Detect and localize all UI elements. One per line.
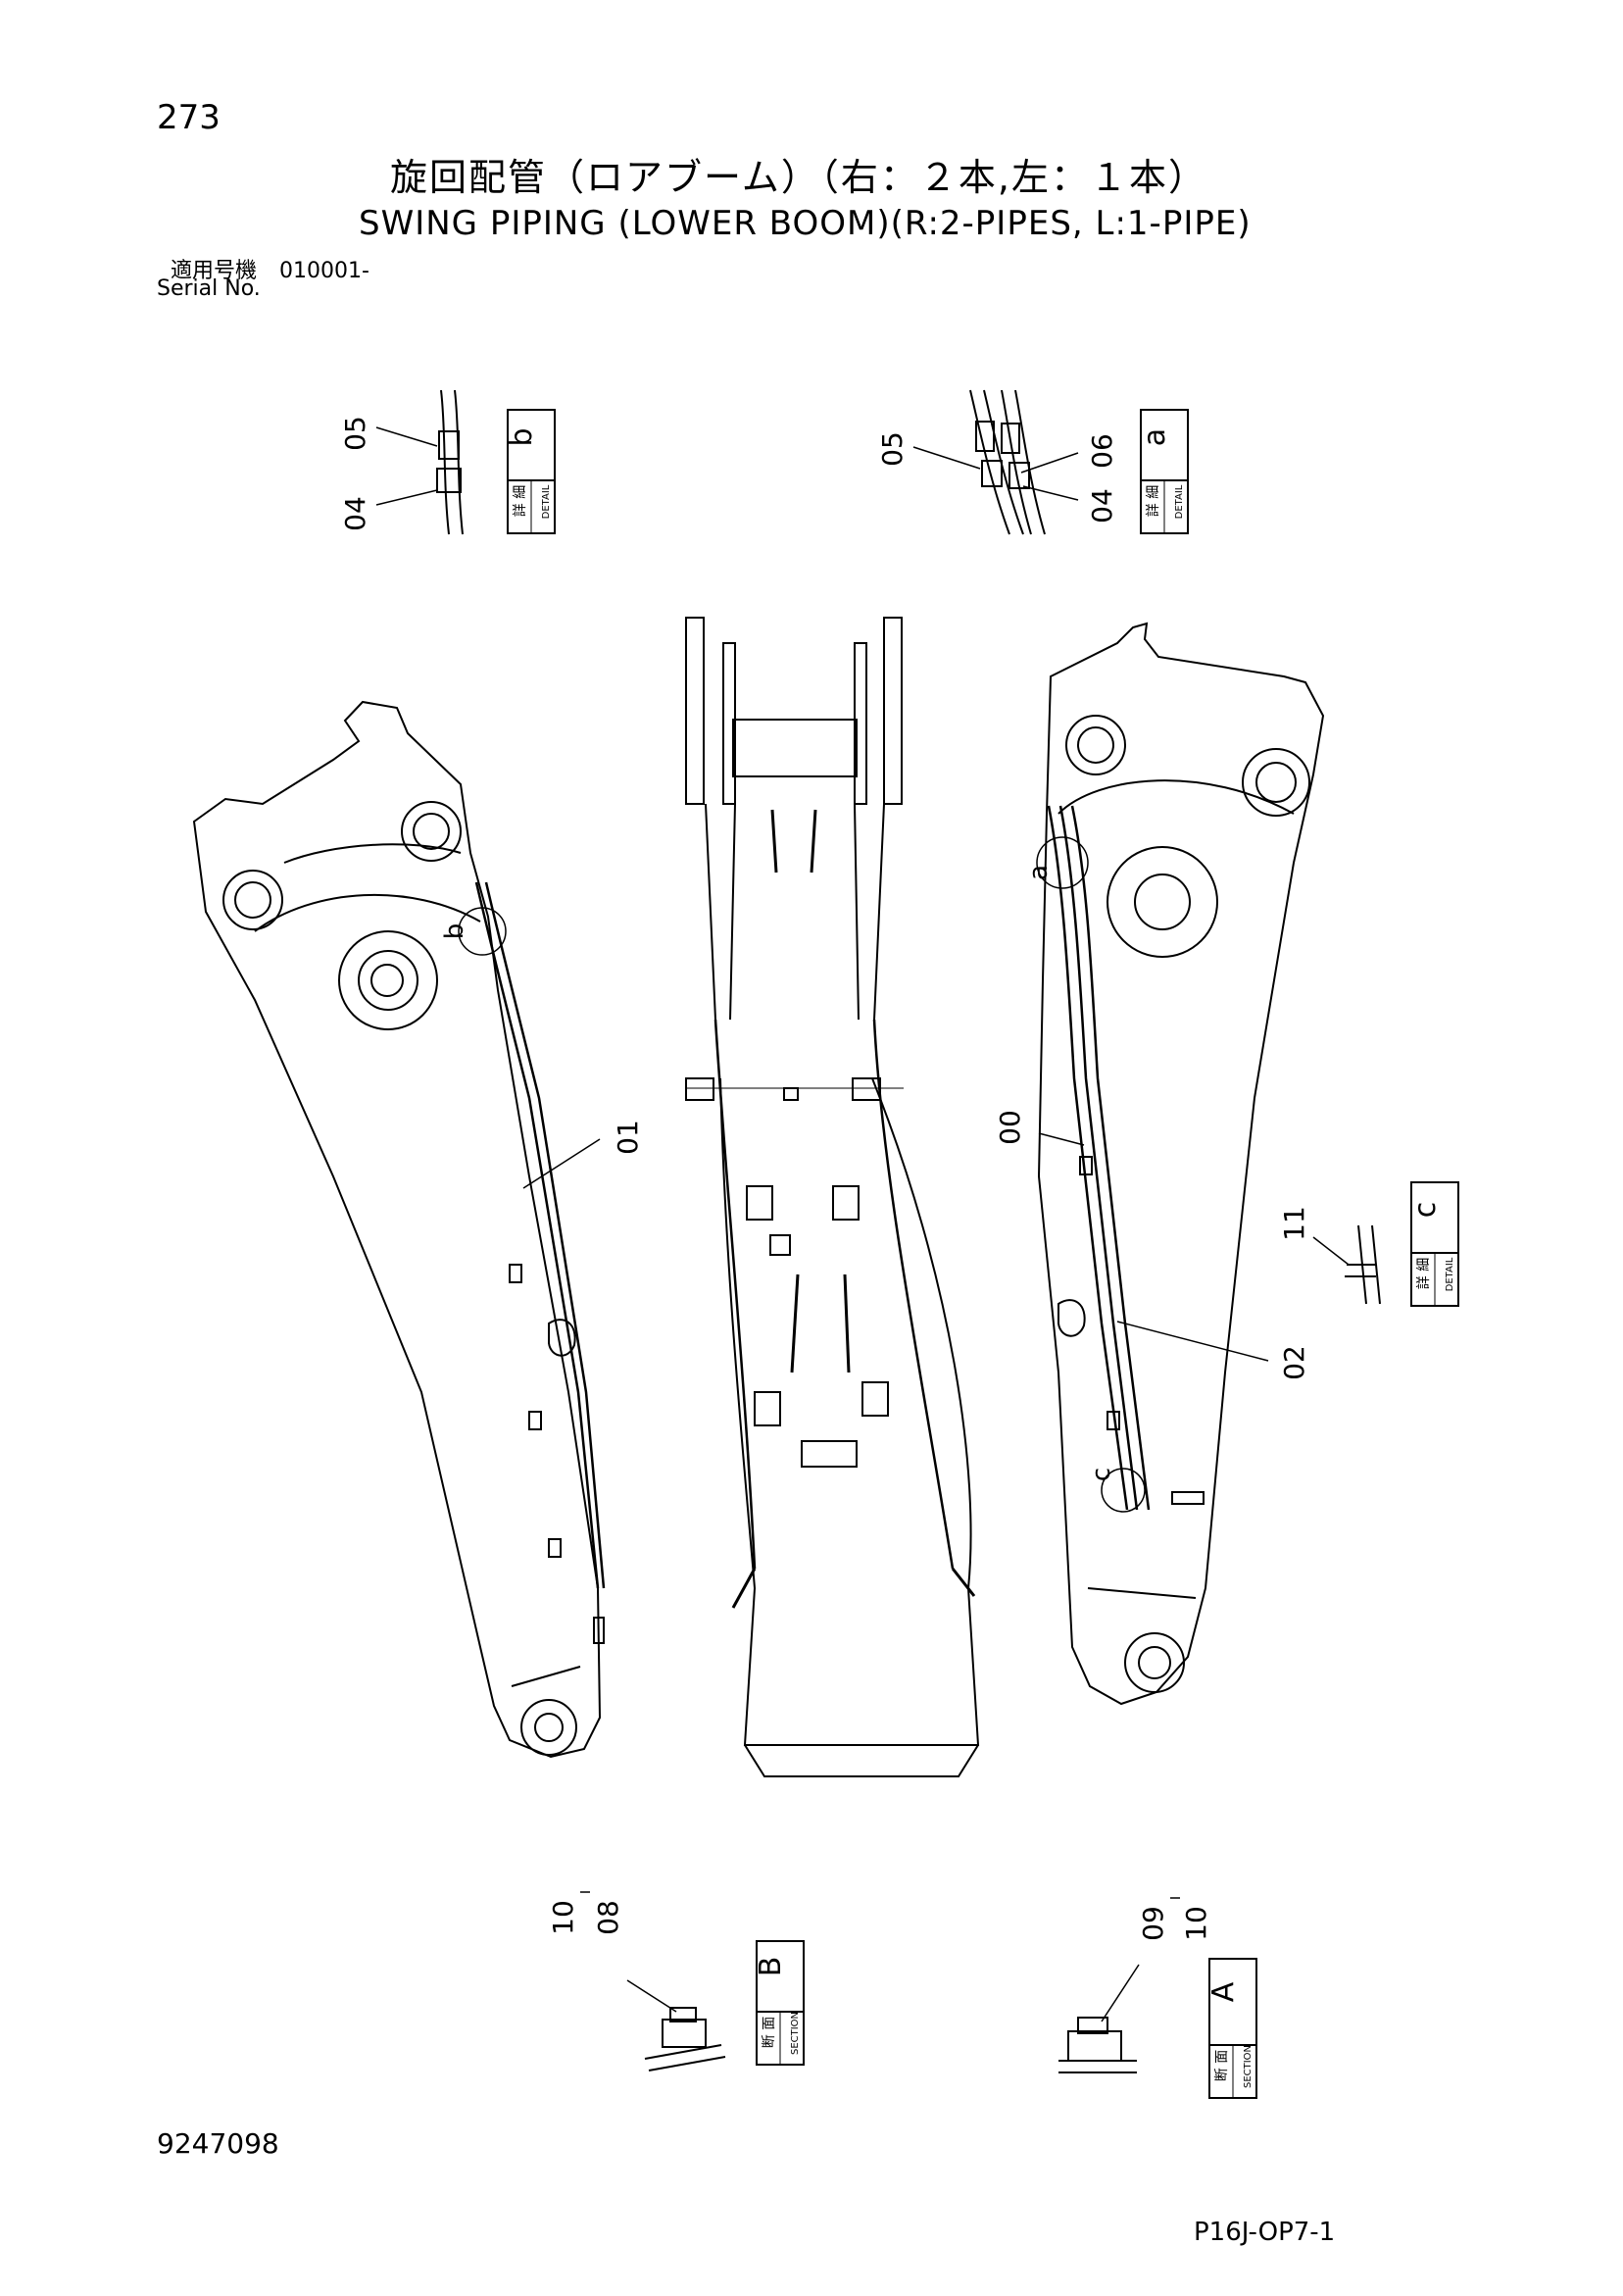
detail-label-jp: 詳 細	[1416, 1258, 1432, 1289]
section-label-en: SECTION	[1243, 2045, 1254, 2088]
callout-01: 01	[612, 1120, 644, 1155]
detail-box-b: b 詳 細 DETAIL	[505, 409, 556, 534]
callout-05: 05	[876, 431, 909, 467]
section-a-view: 09 10	[1058, 1897, 1212, 2073]
callout-10: 10	[1180, 1906, 1212, 1941]
detail-label-jp: 詳 細	[513, 485, 528, 517]
detail-letter: c	[1408, 1202, 1443, 1219]
detail-label-en: DETAIL	[1445, 1257, 1455, 1291]
section-letter: A	[1206, 1981, 1241, 2002]
lower-boom-right-side-view: 00 02 a c	[994, 622, 1325, 1706]
detail-box-a: a 詳 細 DETAIL	[1138, 409, 1189, 534]
serial-value: 010001-	[279, 259, 369, 283]
lower-boom-top-view	[685, 617, 980, 1777]
detail-c-view: 11	[1278, 1206, 1381, 1305]
document-id: 9247098	[157, 2127, 279, 2160]
callout-04: 04	[339, 496, 371, 531]
section-b-view: 10 08	[547, 1891, 726, 2071]
callout-02: 02	[1278, 1345, 1310, 1380]
section-box-a: A 断 面 SECTION	[1206, 1958, 1257, 2099]
callout-04: 04	[1086, 488, 1118, 524]
view-marker-c: c	[1087, 1468, 1116, 1481]
detail-label-jp: 詳 細	[1146, 485, 1161, 517]
section-label-jp: 断 面	[1214, 2050, 1230, 2081]
serial-label-japanese: 適用号機	[171, 259, 258, 283]
detail-label-en: DETAIL	[1174, 484, 1185, 519]
page-number: 273	[157, 98, 221, 137]
view-marker-b: b	[440, 923, 469, 940]
serial-applicability: 適用号機 010001-	[171, 253, 369, 284]
section-letter: B	[754, 1957, 788, 1977]
page-title-japanese: 旋回配管（ロアブーム）（右：２本,左：１本）	[390, 156, 1207, 199]
view-marker-a: a	[1024, 865, 1054, 880]
detail-letter: a	[1138, 428, 1172, 446]
section-box-b: B 断 面 SECTION	[754, 1940, 805, 2066]
callout-11: 11	[1278, 1206, 1310, 1241]
sheet-code: P16J-OP7-1	[1194, 2218, 1336, 2247]
callout-00: 00	[994, 1110, 1026, 1145]
callout-05: 05	[339, 416, 371, 451]
callout-06: 06	[1086, 433, 1118, 469]
detail-a-view: 05 06 04	[876, 389, 1118, 535]
serial-label-english: Serial No.	[157, 276, 261, 301]
callout-08: 08	[592, 1900, 624, 1935]
lower-boom-left-side-view: 01 b	[192, 700, 644, 1759]
section-label-en: SECTION	[790, 2012, 801, 2055]
page-title-english: SWING PIPING (LOWER BOOM)(R:2-PIPES, L:1…	[359, 204, 1252, 243]
detail-box-c: c 詳 細 DETAIL	[1408, 1181, 1459, 1307]
callout-10: 10	[547, 1900, 579, 1935]
callout-09: 09	[1137, 1906, 1169, 1941]
detail-label-en: DETAIL	[541, 484, 552, 519]
detail-b-view: 05 04	[339, 389, 464, 535]
section-label-jp: 断 面	[762, 2017, 777, 2048]
detail-letter: b	[505, 427, 539, 446]
